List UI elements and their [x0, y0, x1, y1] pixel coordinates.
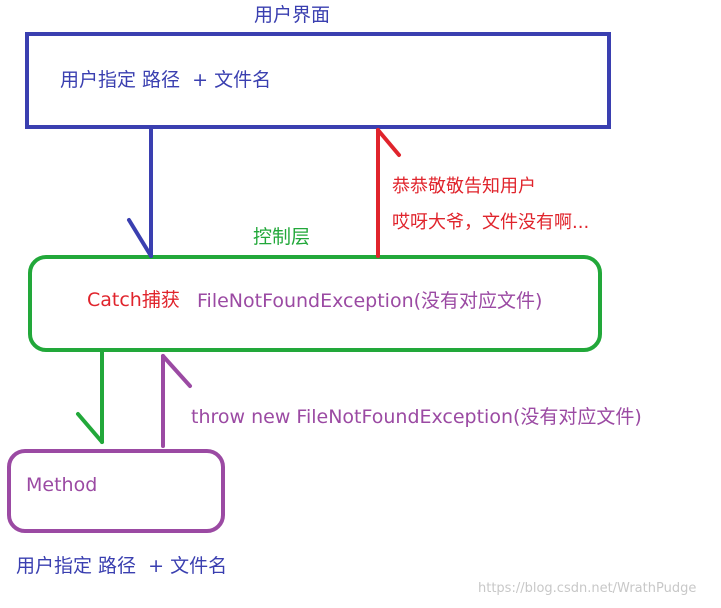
- ui-box-text: 用户指定 路径 + 文件名: [60, 69, 272, 91]
- caught-exception-text: FileNotFoundException(没有对应文件): [197, 290, 543, 312]
- notify-line-1: 恭恭敬敬告知用户: [392, 176, 536, 197]
- throw-up-arrow: [161, 354, 192, 448]
- control-layer-title: 控制层: [253, 226, 311, 248]
- method-box: [7, 449, 225, 533]
- catch-label: Catch捕获: [87, 289, 180, 311]
- method-box-text: Method: [26, 474, 98, 496]
- call-down-arrow: [76, 350, 104, 444]
- request-down-arrow: [127, 126, 153, 258]
- notify-up-arrow: [376, 128, 401, 258]
- method-caption: 用户指定 路径 + 文件名: [16, 555, 228, 577]
- throw-text: throw new FileNotFoundException(没有对应文件): [191, 406, 642, 428]
- notify-line-2: 哎呀大爷，文件没有啊...: [392, 212, 590, 233]
- control-layer-box: [28, 255, 602, 352]
- watermark: https://blog.csdn.net/WrathPudge: [478, 581, 697, 596]
- ui-layer-title: 用户界面: [254, 4, 331, 26]
- ui-layer-box: [25, 32, 611, 129]
